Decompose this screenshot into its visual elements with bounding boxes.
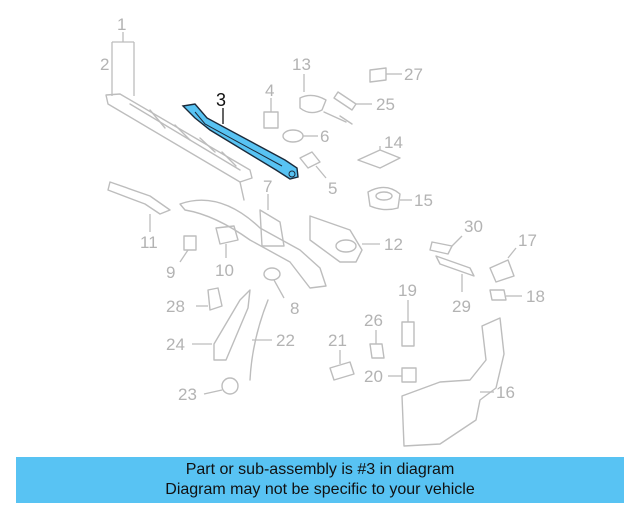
washer-reservoir (401, 317, 505, 447)
info-banner: Part or sub-assembly is #3 in diagram Di… (16, 457, 624, 503)
small-parts-top (263, 98, 327, 179)
callout-15: 15 (414, 191, 433, 210)
callout-26: 26 (364, 311, 383, 330)
callout-2: 2 (100, 55, 109, 74)
callout-5: 5 (328, 179, 337, 198)
callout-22: 22 (276, 331, 295, 350)
parts-diagram: 1 2 3 4 5 6 7 8 9 10 11 12 13 14 15 16 1… (100, 15, 545, 447)
small-parts-top-right (299, 67, 402, 125)
callout-29: 29 (452, 297, 471, 316)
callout-13: 13 (292, 55, 311, 74)
callout-12: 12 (384, 235, 403, 254)
callout-8: 8 (290, 299, 299, 318)
callout-28: 28 (166, 297, 185, 316)
washer-pump (329, 300, 417, 383)
wiper-blade (105, 93, 253, 201)
motor-mount (357, 146, 412, 211)
callout-6: 6 (320, 127, 329, 146)
callout-14: 14 (384, 133, 403, 152)
callout-16: 16 (496, 383, 515, 402)
callout-7: 7 (263, 177, 272, 196)
callout-3: 3 (216, 90, 226, 110)
washer-parts-right (429, 235, 522, 301)
callout-17: 17 (518, 231, 537, 250)
callout-18: 18 (526, 287, 545, 306)
callout-30: 30 (464, 217, 483, 236)
callout-1: 1 (117, 15, 126, 34)
callout-23: 23 (178, 385, 197, 404)
small-parts-mid (179, 225, 285, 299)
callout-10: 10 (215, 261, 234, 280)
callout-9: 9 (166, 263, 175, 282)
callout-25: 25 (376, 95, 395, 114)
callout-20: 20 (364, 367, 383, 386)
callout-24: 24 (166, 335, 185, 354)
banner-line-2: Diagram may not be specific to your vehi… (165, 481, 475, 498)
small-parts-lower-left (192, 287, 272, 395)
wiper-arm-highlight (181, 103, 299, 180)
banner-line-1: Part or sub-assembly is #3 in diagram (185, 461, 455, 478)
callout-27: 27 (404, 65, 423, 84)
callout-4: 4 (265, 81, 274, 100)
callout-19: 19 (398, 281, 417, 300)
wiper-linkage (179, 194, 327, 289)
callout-1-leader (111, 32, 135, 96)
wiper-linkage-left (107, 181, 171, 232)
callout-11: 11 (140, 233, 158, 252)
wiper-motor (309, 215, 380, 263)
callout-21: 21 (328, 331, 347, 350)
